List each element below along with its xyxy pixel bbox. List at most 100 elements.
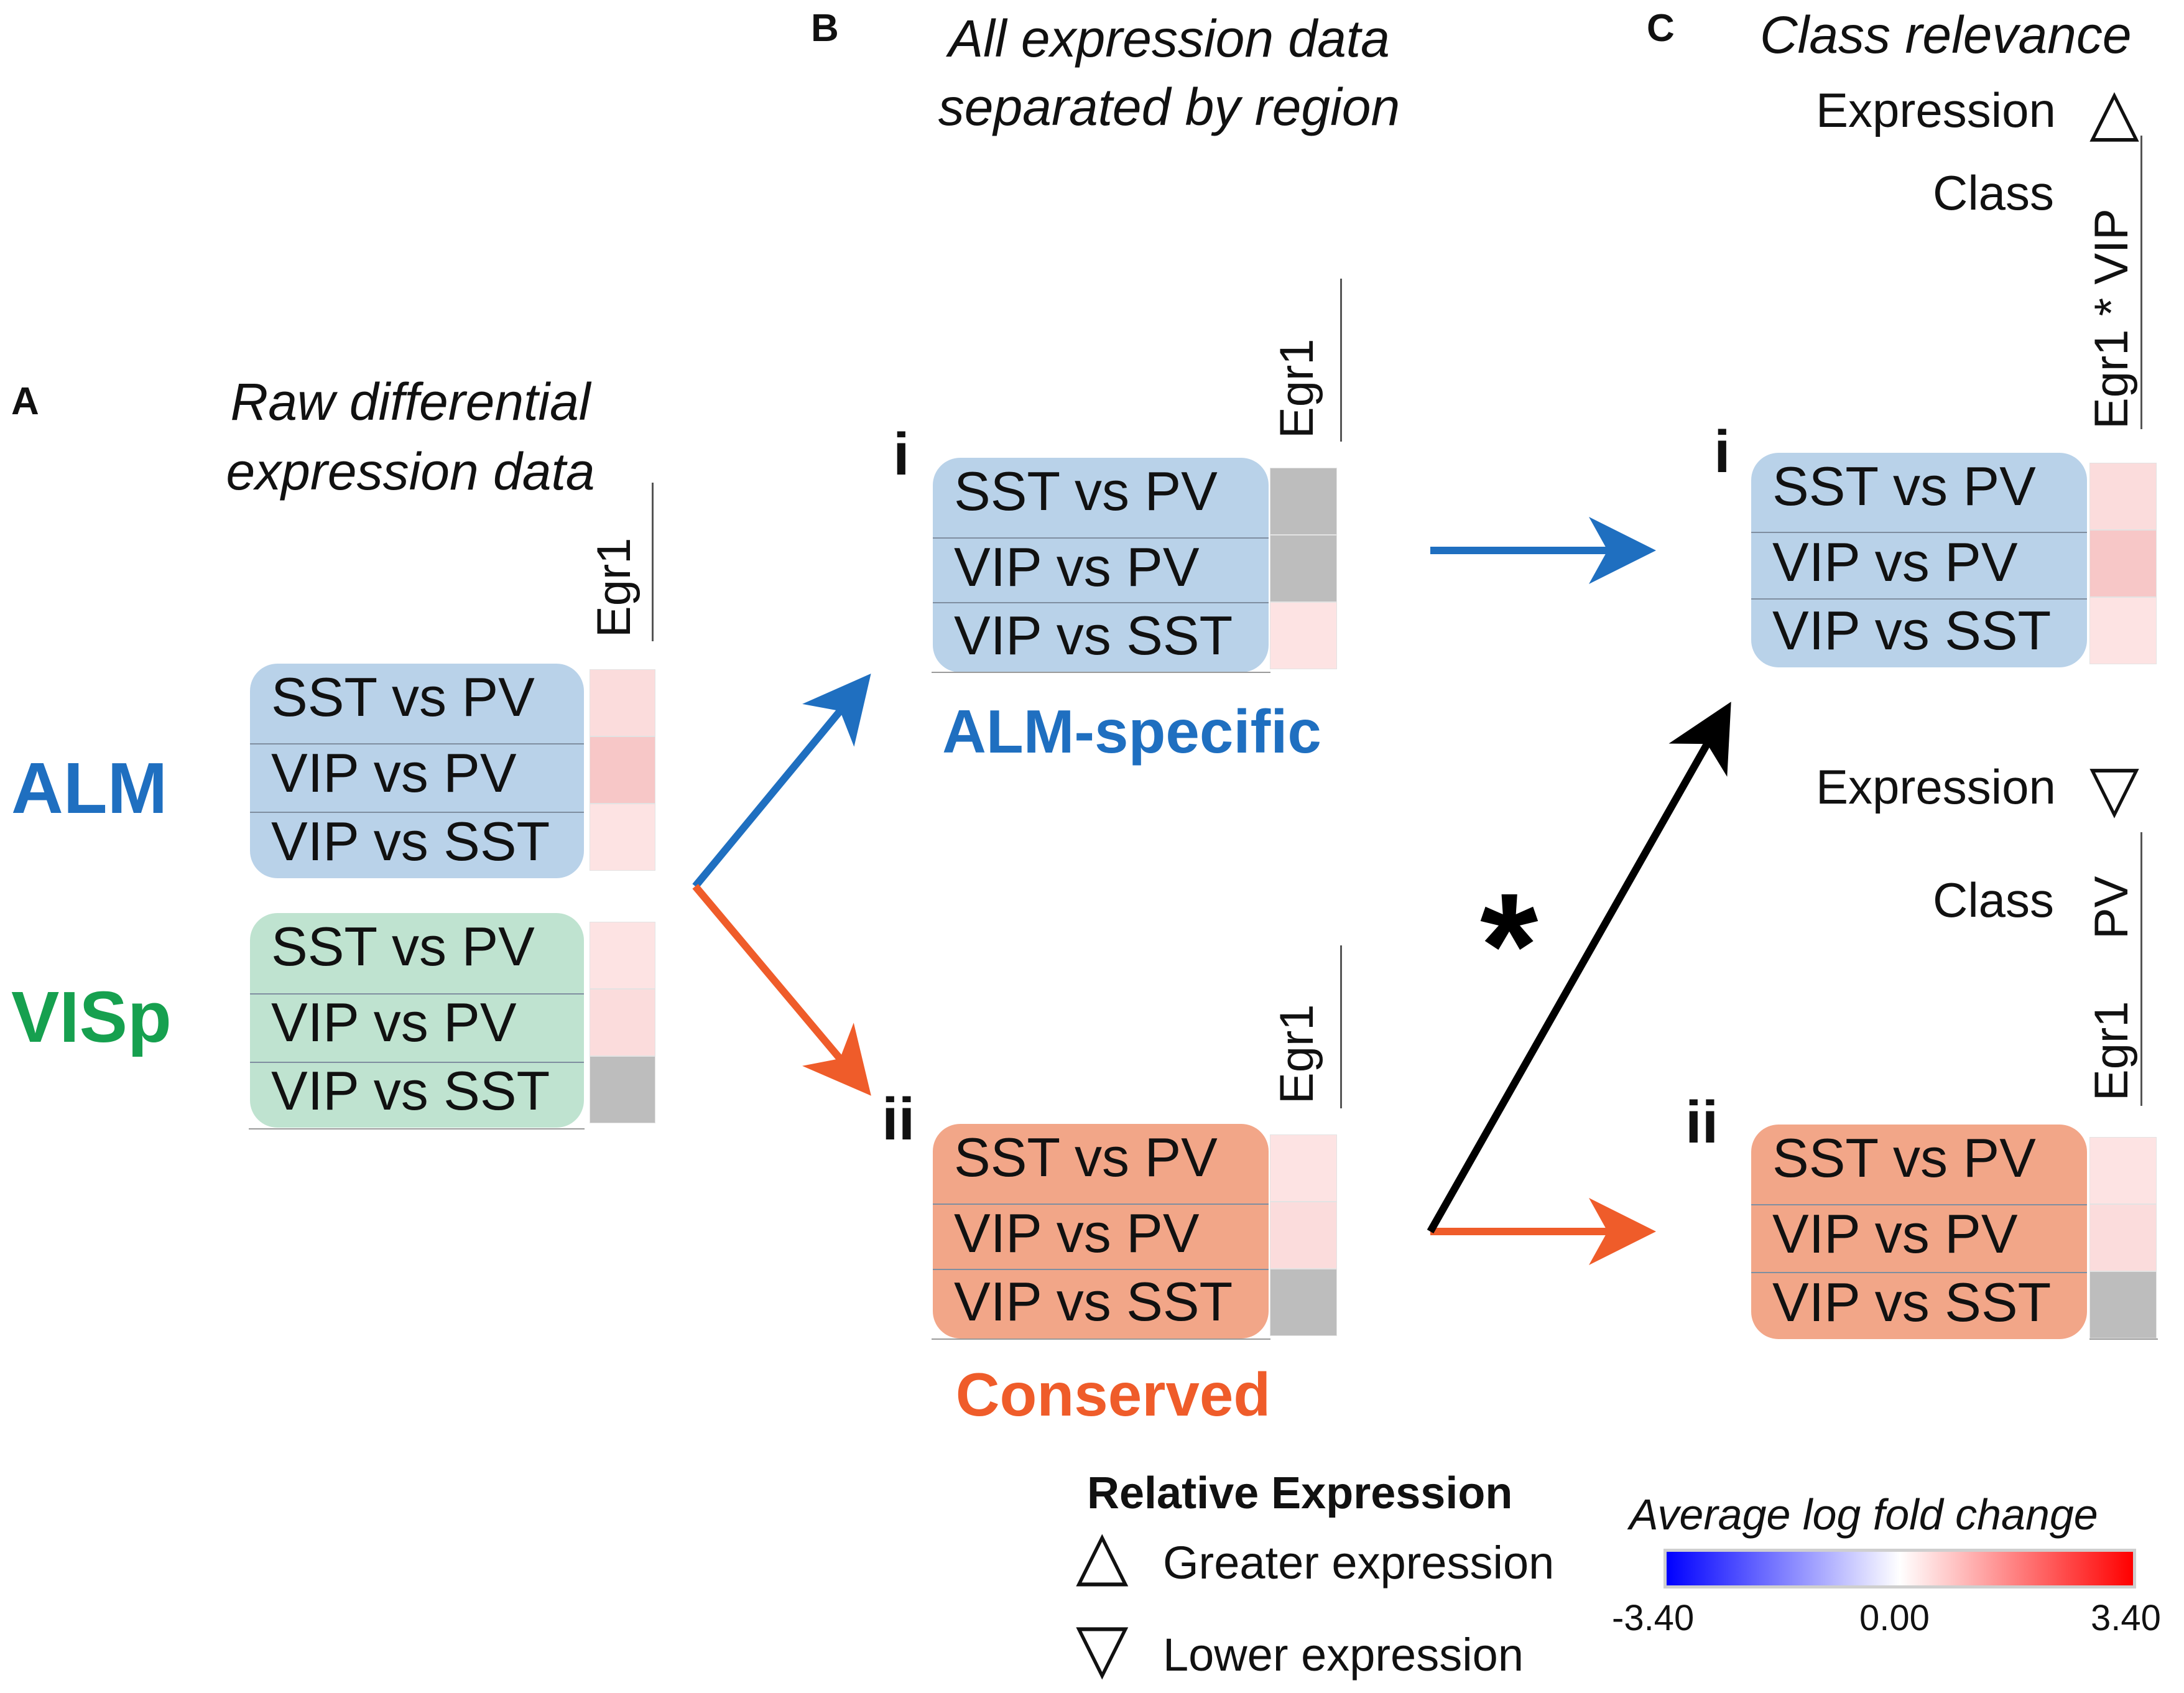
arrow-a-to-conserved: [692, 884, 871, 1096]
row-separator: [250, 743, 584, 744]
conserved-box: SST vs PV VIP vs PV VIP vs SST: [933, 1124, 1269, 1338]
class-relevance-box-i: SST vs PV VIP vs PV VIP vs SST: [1751, 453, 2087, 667]
arrow-conserved-to-c-i: [1427, 702, 1731, 1233]
comparison-row: VIP vs SST: [1772, 600, 2052, 661]
table-underline: [2089, 1338, 2158, 1340]
comparison-row: SST vs PV: [954, 1126, 1218, 1188]
class-relevance-box-ii: SST vs PV VIP vs PV VIP vs SST: [1751, 1125, 2087, 1339]
expression-cell-c-i-1: [2089, 530, 2157, 597]
comparison-row: SST vs PV: [1772, 1127, 2036, 1189]
panel-b-title-line1: All expression data: [948, 9, 1390, 68]
row-separator: [250, 812, 584, 813]
comparison-row: VIP vs PV: [954, 536, 1200, 598]
group-label-conserved: Conserved: [955, 1360, 1271, 1429]
expression-cell-c-i-0: [2089, 463, 2157, 530]
colorbar-mid-label: 0.00: [1859, 1598, 1930, 1638]
comparison-row: SST vs PV: [1772, 455, 2036, 517]
comparison-row: VIP vs PV: [954, 1202, 1200, 1264]
triangle-up-icon: △: [2089, 76, 2139, 148]
table-underline: [932, 672, 1270, 673]
group-roman-i: i: [1714, 419, 1731, 485]
expression-cell-b-i-1: [1270, 535, 1337, 602]
region-label-alm: ALM: [11, 748, 168, 828]
table-underline: [932, 1338, 1270, 1340]
expression-label-lower: Expression: [1816, 759, 2056, 814]
expression-cell-b-i-0: [1270, 468, 1337, 535]
column-header-line: [2140, 832, 2142, 1106]
legend-label-greater: Greater expression: [1163, 1537, 1555, 1589]
comparison-row: SST vs PV: [271, 666, 535, 728]
group-label-alm-specific: ALM-specific: [942, 697, 1321, 766]
class-label-lower: Class: [1933, 873, 2055, 927]
expression-cell-alm-1: [590, 736, 655, 804]
expression-cell-visp-1: [590, 989, 655, 1056]
row-separator: [933, 537, 1269, 539]
comparison-row: VIP vs SST: [271, 1060, 550, 1121]
comparison-row: SST vs PV: [954, 460, 1218, 522]
colorbar-gradient: [1663, 1549, 2136, 1589]
column-header-line: [2140, 136, 2142, 429]
visp-comparison-box: SST vs PV VIP vs PV VIP vs SST: [250, 913, 584, 1128]
triangle-up-icon: △: [1076, 1516, 1129, 1593]
column-header-line: [1340, 945, 1342, 1108]
legend-label-lower: Lower expression: [1163, 1629, 1524, 1681]
panel-c-title: Class relevance: [1760, 6, 2132, 64]
alm-comparison-box: SST vs PV VIP vs PV VIP vs SST: [250, 664, 584, 878]
expression-cell-visp-0: [590, 922, 655, 989]
row-separator: [933, 602, 1269, 603]
expression-cell-alm-0: [590, 669, 655, 736]
comparison-row: VIP vs SST: [1772, 1271, 2052, 1333]
comparison-row: SST vs PV: [271, 916, 535, 977]
comparison-row: VIP vs PV: [271, 742, 517, 804]
expression-cell-visp-2: [590, 1056, 655, 1123]
triangle-down-icon: ▽: [1076, 1610, 1129, 1686]
class-label-upper: Class: [1933, 165, 2055, 220]
comparison-row: VIP vs SST: [954, 605, 1233, 666]
expression-label-upper: Expression: [1816, 83, 2056, 137]
panel-letter-c: C: [1647, 7, 1675, 50]
group-roman-i: i: [893, 421, 910, 488]
comparison-row: VIP vs PV: [1772, 1203, 2018, 1264]
panel-letter-b: B: [811, 7, 839, 50]
expression-cell-c-ii-0: [2089, 1137, 2157, 1204]
group-roman-ii: ii: [882, 1086, 915, 1153]
asterisk-label: *: [1480, 862, 1539, 1029]
panel-b-title-line2: separated by region: [938, 78, 1400, 136]
comparison-row: VIP vs SST: [271, 810, 550, 872]
column-header-line: [1340, 279, 1342, 442]
panel-a-title-line1: Raw differential: [230, 373, 591, 431]
expression-cell-b-ii-0: [1270, 1134, 1337, 1202]
region-label-visp: VISp: [11, 976, 172, 1057]
panel-letter-a: A: [11, 380, 39, 423]
expression-cell-b-i-2: [1270, 602, 1337, 669]
colorbar-title: Average log fold change: [1629, 1490, 2098, 1539]
table-underline: [249, 1128, 585, 1129]
panel-a-title-line2: expression data: [226, 442, 595, 501]
expression-cell-alm-2: [590, 804, 655, 871]
row-separator: [1751, 1272, 2087, 1273]
expression-cell-c-ii-2: [2089, 1271, 2157, 1338]
group-roman-ii: ii: [1685, 1089, 1719, 1156]
row-separator: [250, 1062, 584, 1063]
column-header-line: [652, 483, 654, 641]
row-separator: [1751, 532, 2087, 533]
row-separator: [1751, 1204, 2087, 1205]
colorbar-min-label: -3.40: [1612, 1598, 1695, 1638]
expression-cell-b-ii-1: [1270, 1202, 1337, 1269]
alm-specific-box: SST vs PV VIP vs PV VIP vs SST: [933, 458, 1269, 672]
comparison-row: VIP vs PV: [271, 991, 517, 1053]
arrow-a-to-alm-specific: [692, 673, 871, 889]
row-separator: [933, 1269, 1269, 1270]
expression-cell-b-ii-2: [1270, 1269, 1337, 1336]
row-separator: [250, 993, 584, 995]
legend-heading: Relative Expression: [1087, 1468, 1513, 1518]
expression-cell-c-i-2: [2089, 597, 2157, 664]
expression-cell-c-ii-1: [2089, 1204, 2157, 1271]
triangle-down-icon: ▽: [2089, 753, 2139, 825]
row-separator: [933, 1204, 1269, 1205]
colorbar-max-label: 3.40: [2091, 1598, 2161, 1638]
row-separator: [1751, 598, 2087, 600]
comparison-row: VIP vs PV: [1772, 531, 2018, 593]
comparison-row: VIP vs SST: [954, 1271, 1233, 1332]
